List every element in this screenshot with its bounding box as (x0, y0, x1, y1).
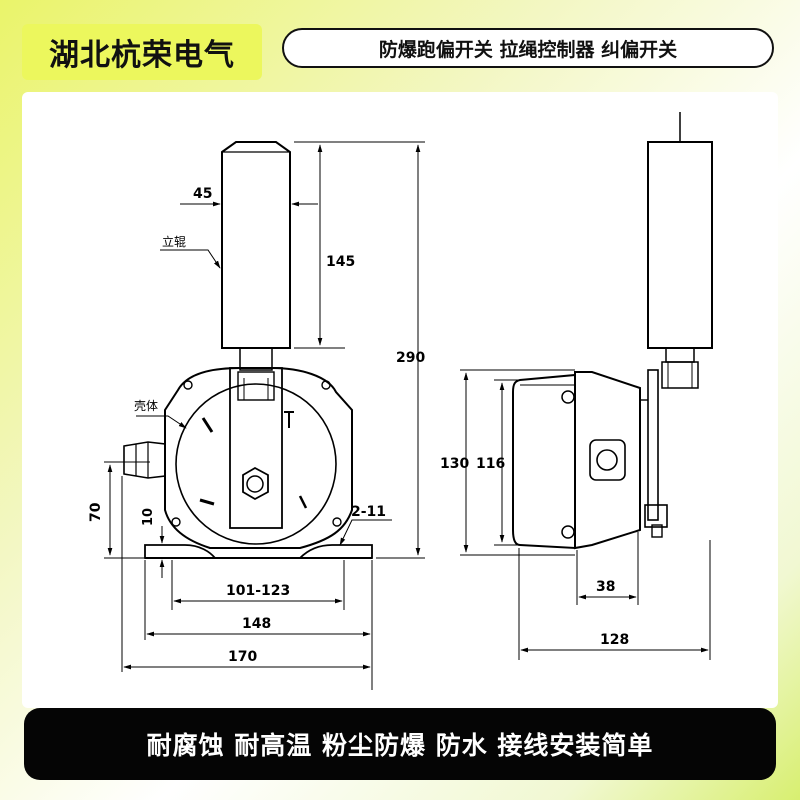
side-view (512, 112, 713, 550)
front-view (123, 141, 373, 559)
roller-shaft (239, 347, 273, 371)
label-roller: 立辊 (162, 234, 186, 249)
dim-base-inner: 148 (242, 616, 271, 632)
dim-base-width: 170 (228, 649, 257, 665)
dim-hole: 2-11 (351, 504, 386, 520)
brand-logo: 湖北杭荣电气 (22, 24, 262, 80)
dim-roller-width: 45 (193, 186, 212, 202)
dim-foot-thickness: 10 (141, 508, 156, 526)
side-roller (647, 141, 713, 349)
cable-gland (123, 441, 166, 479)
side-housing-flange (574, 371, 641, 550)
product-tagline: 防爆跑偏开关 拉绳控制器 纠偏开关 (282, 28, 774, 68)
dim-side-height-inner: 116 (476, 456, 505, 472)
dim-base-height: 70 (88, 502, 104, 522)
dim-roller-height: 145 (326, 254, 355, 270)
drawing-panel (22, 92, 778, 708)
hex-nut (242, 466, 269, 501)
front-dimensions (104, 141, 425, 690)
dim-side-height-outer: 130 (440, 456, 469, 472)
dim-hole-spacing: 101-123 (226, 583, 290, 599)
dim-side-flange: 38 (596, 579, 615, 595)
lever-arm (229, 367, 283, 529)
label-housing: 壳体 (134, 399, 158, 413)
roller-body (221, 141, 291, 349)
feature-banner: 耐腐蚀 耐高温 粉尘防爆 防水 接线安装简单 (24, 708, 776, 780)
housing-circle (175, 383, 337, 545)
side-dimensions (460, 369, 711, 660)
side-housing-body (512, 373, 576, 550)
dim-total-height: 290 (396, 350, 425, 366)
housing-outer (164, 367, 353, 549)
base-foot-right (297, 544, 373, 559)
dim-side-depth: 128 (600, 632, 629, 648)
